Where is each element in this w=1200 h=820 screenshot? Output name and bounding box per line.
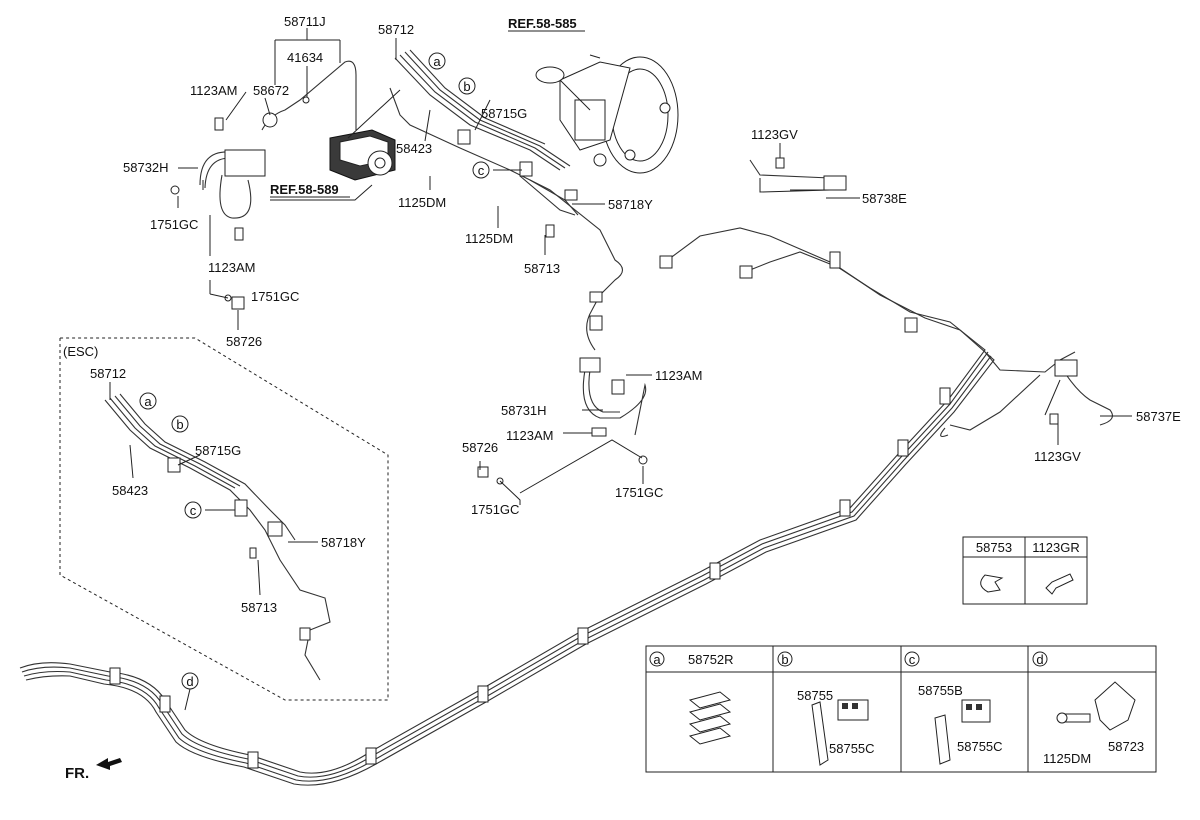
label-58726-b: 58726 <box>462 440 498 455</box>
label-1123AM-c: 1123AM <box>655 368 702 383</box>
callout-b-esc <box>171 415 189 433</box>
callout-a-top-text: a <box>433 54 441 69</box>
label-1123GV-a: 1123GV <box>751 127 798 142</box>
label-1123AM-a: 1123AM <box>190 83 237 98</box>
label-58715G-top: 58715G <box>481 106 527 121</box>
label-58711J: 58711J <box>284 14 326 29</box>
label-58712-top: 58712 <box>378 22 414 37</box>
callout-c-top-text: c <box>478 163 485 178</box>
callout-circles: a b c a b c d <box>139 52 490 711</box>
label-58713-top: 58713 <box>524 261 560 276</box>
callout-c-esc <box>184 501 202 519</box>
label-58423-top: 58423 <box>396 141 432 156</box>
legend-part-1125DM: 1125DM <box>1043 751 1091 766</box>
rear-hose-brackets <box>749 157 1113 426</box>
callout-a-top <box>428 52 446 70</box>
label-41634: 41634 <box>287 50 323 65</box>
label-1751GC-a: 1751GC <box>150 217 198 232</box>
callout-a-esc-text: a <box>144 394 152 409</box>
clip-58755-icon <box>811 699 869 766</box>
clip-58752R-icon <box>688 691 732 745</box>
callout-b-esc-text: b <box>176 417 183 432</box>
small-parts-table: 58753 1123GR <box>962 536 1088 605</box>
esc-variant-box <box>59 337 389 701</box>
label-58672: 58672 <box>253 83 289 98</box>
callout-b-top-text: b <box>463 79 470 94</box>
ref-booster-label: REF.58-585 <box>508 16 577 31</box>
label-esc-58713: 58713 <box>241 600 277 615</box>
label-58731H: 58731H <box>501 403 547 418</box>
label-1123AM-d: 1123AM <box>506 428 553 443</box>
label-58718Y-top: 58718Y <box>608 197 653 212</box>
label-58737E: 58737E <box>1136 409 1181 424</box>
front-left-hose-assembly <box>170 60 357 310</box>
callout-c-esc-text: c <box>190 503 197 518</box>
label-1123AM-b: 1123AM <box>208 260 255 275</box>
callout-a-esc <box>139 392 157 410</box>
label-58738E: 58738E <box>862 191 907 206</box>
label-1751GC-d: 1751GC <box>471 502 519 517</box>
bracket-58723-icon <box>1056 681 1136 731</box>
clip-legend-table: a 58752R b 58755 58755C c 58755B 58755C <box>645 645 1157 773</box>
label-58726-a: 58726 <box>226 334 262 349</box>
main-brake-pipe-bundle <box>19 227 1076 786</box>
front-direction-label: FR. <box>65 765 89 782</box>
brake-booster <box>535 56 679 174</box>
legend-part-58723: 58723 <box>1108 739 1144 754</box>
bolt-1123GR-icon <box>1045 573 1074 595</box>
label-1125DM-a: 1125DM <box>398 195 446 210</box>
label-esc-58712: 58712 <box>90 366 126 381</box>
small-table-col1: 58753 <box>976 540 1012 555</box>
front-arrow-icon <box>96 758 122 770</box>
abs-module <box>329 129 396 181</box>
label-1751GC-c: 1751GC <box>615 485 663 500</box>
label-1125DM-b: 1125DM <box>465 231 513 246</box>
callout-b-top <box>458 77 476 95</box>
label-1123GV-b: 1123GV <box>1034 449 1081 464</box>
small-table-col2: 1123GR <box>1032 540 1079 555</box>
rear-center-hose <box>477 357 648 485</box>
legend-part-58755: 58755 <box>797 688 833 703</box>
callout-d-text: d <box>186 674 193 689</box>
legend-key-d: d <box>1036 652 1043 667</box>
label-1751GC-b: 1751GC <box>251 289 299 304</box>
legend-part-58755B: 58755B <box>918 683 963 698</box>
legend-key-c: c <box>909 652 916 667</box>
label-esc-58423: 58423 <box>112 483 148 498</box>
label-esc-58718Y: 58718Y <box>321 535 366 550</box>
callout-c-top <box>472 161 490 179</box>
part-labels: REF.58-585 REF.58-589 58711J 41634 58672… <box>63 14 1181 782</box>
legend-part-58752R: 58752R <box>688 652 734 667</box>
legend-key-a: a <box>653 652 661 667</box>
label-esc-title: (ESC) <box>63 344 98 359</box>
label-esc-58715G: 58715G <box>195 443 241 458</box>
ref-abs-label: REF.58-589 <box>270 182 339 197</box>
legend-key-b: b <box>781 652 788 667</box>
legend-part-58755C-c: 58755C <box>957 739 1003 754</box>
clip-58753-icon <box>980 574 1004 593</box>
label-58732H: 58732H <box>123 160 169 175</box>
center-pipe-group <box>347 49 624 351</box>
clip-58755B-icon <box>934 699 991 765</box>
leader-lines <box>109 28 1132 596</box>
legend-part-58755C-b: 58755C <box>829 741 875 756</box>
